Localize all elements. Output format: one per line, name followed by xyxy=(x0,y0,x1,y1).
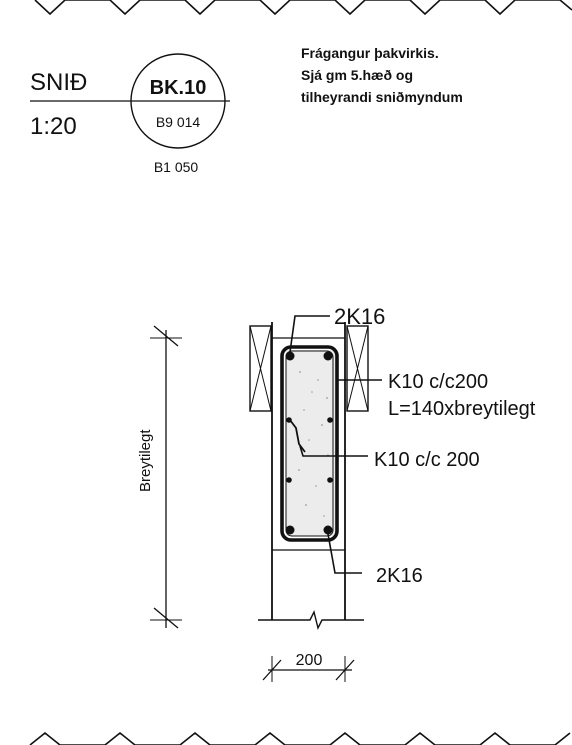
width-dimension: 200 xyxy=(262,652,355,682)
height-dim-label: Breytilegt xyxy=(137,429,154,492)
height-dimension: Breytilegt xyxy=(137,325,182,629)
rebar-bottom-right xyxy=(323,525,333,535)
concrete-fill xyxy=(286,350,336,536)
height-dim-tick-top xyxy=(153,325,179,347)
note-line-2: Sjá gm 5.hæð og xyxy=(301,67,413,83)
note-line-1: Frágangur þakvirkis. xyxy=(301,45,439,61)
title-block: SNIÐ 1:20 BK.10 B9 014 B1 050 xyxy=(30,53,230,175)
detail-id: BK.10 xyxy=(150,77,207,99)
note-line-3: tilheyrandi sniðmyndum xyxy=(301,89,463,105)
rebar-top-left xyxy=(285,351,295,361)
cross-link xyxy=(289,419,306,453)
leader-bar-top xyxy=(289,315,330,353)
stirrup xyxy=(280,345,339,542)
rebar-bottom-left xyxy=(285,525,295,535)
label-stirrup-2: L=140xbreytilegt xyxy=(388,398,536,420)
detail-bubble xyxy=(130,53,226,149)
label-bar-bottom: 2K16 xyxy=(376,565,423,587)
section-label: SNIÐ xyxy=(30,69,87,96)
rebar-mid-right-2 xyxy=(327,477,333,483)
rebar-top-right xyxy=(323,351,333,361)
sheet-reference: B9 014 xyxy=(156,114,201,130)
label-bar-top: 2K16 xyxy=(334,304,385,329)
bottom-break-line xyxy=(29,731,571,745)
label-stirrup-1: K10 c/c200 xyxy=(388,371,488,393)
label-link-bar: K10 c/c 200 xyxy=(374,449,480,471)
annotations: 2K16 K10 c/c200 L=140xbreytilegt K10 c/c… xyxy=(289,304,536,587)
top-break-line xyxy=(34,0,572,16)
stirrup-inner xyxy=(285,350,334,537)
plan-reference: B1 050 xyxy=(154,159,199,175)
height-dim-tick-bottom xyxy=(153,607,179,629)
scale-label: 1:20 xyxy=(30,113,77,140)
wall-section xyxy=(249,322,369,631)
rebar-mid-left-2 xyxy=(286,477,292,483)
note-block: Frágangur þakvirkis. Sjá gm 5.hæð og til… xyxy=(301,45,463,105)
side-block-right-cross-2 xyxy=(346,325,369,412)
leader-bar-bottom xyxy=(327,533,362,574)
rebar-mid-right-1 xyxy=(327,417,333,423)
leader-link-bar xyxy=(299,445,368,457)
side-block-left-cross-2 xyxy=(249,325,272,412)
width-dim-label: 200 xyxy=(296,652,323,669)
wall-break-line xyxy=(258,609,364,631)
